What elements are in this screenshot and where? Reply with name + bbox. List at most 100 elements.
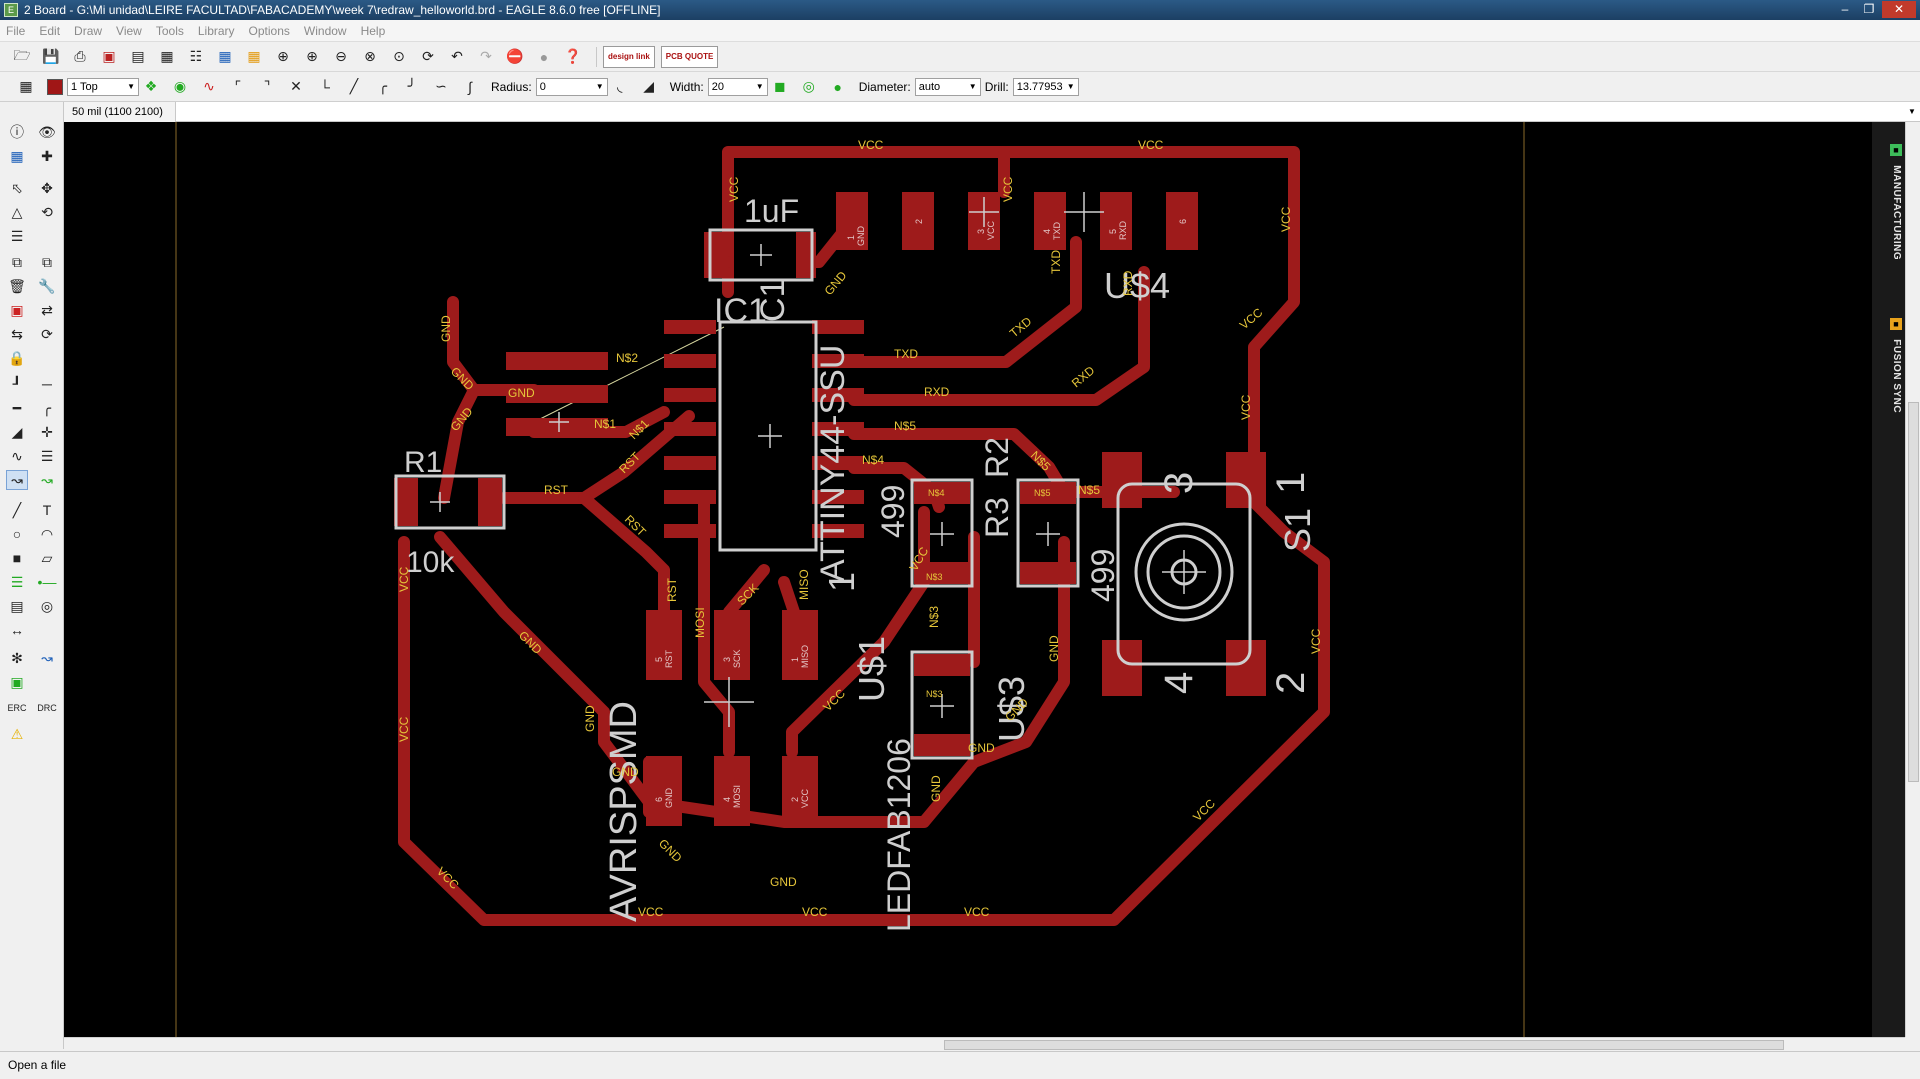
wire-bend-2-icon[interactable]: ✕ bbox=[290, 78, 302, 94]
route-diff-icon[interactable]: ☰ bbox=[40, 447, 54, 464]
move-icon[interactable]: ✥ bbox=[41, 179, 53, 196]
menu-options[interactable]: Options bbox=[248, 23, 290, 38]
rectangle-icon[interactable]: ■ bbox=[12, 550, 22, 566]
info-icon[interactable]: ⓘ bbox=[10, 124, 24, 140]
rotate-icon[interactable]: ⟲ bbox=[41, 203, 53, 220]
stop-icon[interactable]: ⛔ bbox=[506, 48, 524, 64]
ulp-icon[interactable]: ▦ bbox=[247, 48, 261, 64]
menu-edit[interactable]: Edit bbox=[39, 23, 61, 38]
polygon-icon[interactable]: ▱ bbox=[41, 549, 53, 566]
script-icon[interactable]: ▦ bbox=[218, 48, 232, 64]
layers-icon[interactable]: ☰ bbox=[10, 573, 24, 590]
replace-icon[interactable]: ⇄ bbox=[41, 301, 53, 318]
menu-tools[interactable]: Tools bbox=[155, 23, 184, 38]
miter-straight-icon[interactable]: ◢ bbox=[643, 78, 655, 94]
minimize-icon[interactable]: – bbox=[1841, 2, 1849, 16]
board-drawing[interactable]: 1uF IC1 C1 U$4 R1 10k ATTINY44-SSU 499 R… bbox=[64, 122, 1905, 1037]
save-icon[interactable]: 💾 bbox=[42, 48, 60, 64]
redo-icon[interactable]: ↷ bbox=[480, 48, 492, 64]
undo-icon[interactable]: ↶ bbox=[451, 48, 463, 64]
print-icon[interactable]: ⎙ bbox=[74, 48, 86, 64]
chevron-down-icon[interactable]: ▼ bbox=[1908, 107, 1916, 116]
library-icon[interactable]: ☷ bbox=[189, 48, 203, 64]
change-layer-icon[interactable]: ❖ bbox=[144, 78, 158, 94]
board-icon[interactable]: ▦ bbox=[160, 48, 174, 64]
loop-remove-icon[interactable]: ∿ bbox=[203, 78, 215, 94]
wire-bend-1-icon[interactable]: ⌝ bbox=[263, 78, 271, 94]
dimension-icon[interactable]: ↔ bbox=[10, 622, 24, 638]
erc-icon[interactable]: ERC bbox=[7, 703, 27, 713]
optimize-wire-icon[interactable]: ─ bbox=[42, 376, 52, 392]
vertical-scrollbar[interactable] bbox=[1905, 122, 1920, 1037]
command-input[interactable] bbox=[176, 102, 1904, 121]
meander-icon[interactable]: ∿ bbox=[11, 447, 23, 464]
zoom-fit-icon[interactable]: ⊕ bbox=[277, 48, 289, 64]
wire-bend-6-icon[interactable]: ╯ bbox=[407, 78, 417, 94]
autorouter-icon[interactable]: ↝ bbox=[41, 471, 53, 488]
wire-bend-7-icon[interactable]: ∽ bbox=[435, 78, 447, 94]
zoom-out-icon[interactable]: ⊖ bbox=[335, 48, 347, 64]
menu-file[interactable]: File bbox=[6, 23, 26, 38]
cam-processor-icon[interactable]: ▣ bbox=[102, 48, 116, 64]
horizontal-scrollbar[interactable] bbox=[64, 1037, 1905, 1051]
line-icon[interactable]: ╱ bbox=[12, 501, 22, 518]
menu-help[interactable]: Help bbox=[360, 23, 386, 38]
split-icon[interactable]: ┚ bbox=[12, 375, 22, 392]
align-icon[interactable]: ☰ bbox=[10, 227, 24, 244]
miter-icon[interactable]: ╭ bbox=[42, 399, 52, 416]
schematic-icon[interactable]: ▤ bbox=[131, 48, 145, 64]
width-input[interactable]: 20▼ bbox=[707, 77, 768, 96]
go-icon[interactable]: ● bbox=[539, 48, 549, 65]
via-round-icon[interactable]: ◎ bbox=[802, 78, 815, 94]
menu-view[interactable]: View bbox=[116, 23, 142, 38]
close-icon[interactable]: ✕ bbox=[1882, 1, 1916, 18]
zoom-select-icon[interactable]: ⊗ bbox=[364, 48, 376, 64]
via-icon[interactable]: ◉ bbox=[173, 78, 187, 94]
miter-round-icon[interactable]: ◟ bbox=[616, 78, 623, 94]
display-layers-icon[interactable]: ▦ bbox=[10, 147, 24, 164]
show-icon[interactable]: 👁 bbox=[38, 123, 56, 140]
via-octagon-icon[interactable]: ● bbox=[833, 78, 842, 95]
signal-icon[interactable]: •— bbox=[37, 574, 57, 590]
pcb-quote-button[interactable]: PCB QUOTE bbox=[660, 45, 719, 68]
wrench-icon[interactable]: 🔧 bbox=[38, 277, 56, 294]
lock-icon[interactable]: 🔒 bbox=[8, 349, 26, 366]
warning-icon[interactable]: ⚠ bbox=[10, 725, 24, 742]
circle-icon[interactable]: ○ bbox=[12, 526, 22, 542]
design-link-button[interactable]: design link bbox=[603, 45, 655, 68]
wire-bend-8-icon[interactable]: ∫ bbox=[468, 78, 472, 95]
menu-draw[interactable]: Draw bbox=[74, 23, 103, 38]
optimize-icon[interactable]: ⟳ bbox=[41, 325, 53, 342]
vertical-scroll-thumb[interactable] bbox=[1908, 402, 1919, 782]
text-icon[interactable]: T bbox=[42, 502, 52, 518]
route-icon[interactable]: ━ bbox=[12, 399, 22, 416]
fusion-sync-tab[interactable]: ■ FUSION SYNC bbox=[1876, 318, 1902, 413]
wire-bend-0-icon[interactable]: ⌜ bbox=[234, 78, 242, 94]
open-icon[interactable]: 🗁 bbox=[13, 46, 31, 63]
arc-icon[interactable]: ◠ bbox=[40, 525, 54, 542]
copy-icon[interactable]: ⧉ bbox=[12, 253, 22, 270]
drill-input[interactable]: 13.77953▼ bbox=[1012, 77, 1079, 96]
redraw-icon[interactable]: ⟳ bbox=[422, 48, 434, 64]
via-tool-icon[interactable]: ▤ bbox=[10, 597, 24, 614]
ripup-icon[interactable]: ✛ bbox=[41, 423, 53, 440]
drc-icon[interactable]: DRC bbox=[37, 703, 57, 713]
paste-icon[interactable]: ⧉ bbox=[42, 253, 52, 270]
help-icon[interactable]: ❓ bbox=[564, 48, 582, 64]
zoom-area-icon[interactable]: ⊙ bbox=[393, 48, 405, 64]
ratsnest-icon[interactable]: ✻ bbox=[11, 649, 23, 666]
select-icon[interactable]: ⬁ bbox=[11, 179, 23, 196]
slice-icon[interactable]: ◢ bbox=[11, 423, 23, 440]
route-manual-icon[interactable]: ↝ bbox=[6, 470, 28, 490]
restore-icon[interactable]: ❐ bbox=[1863, 2, 1875, 16]
manufacturing-tab[interactable]: ■ MANUFACTURING bbox=[1876, 144, 1902, 260]
mark-icon[interactable]: ✚ bbox=[41, 147, 53, 164]
wire-bend-4-icon[interactable]: ╱ bbox=[349, 78, 359, 94]
wire-bend-5-icon[interactable]: ╭ bbox=[378, 78, 388, 94]
menu-library[interactable]: Library bbox=[197, 23, 235, 38]
delete-icon[interactable]: 🗑 bbox=[8, 277, 26, 294]
menu-window[interactable]: Window bbox=[303, 23, 347, 38]
auto-icon[interactable]: ↝ bbox=[41, 649, 53, 666]
layer-select[interactable]: 1 Top▼ bbox=[67, 77, 139, 96]
mirror-icon[interactable]: △ bbox=[11, 203, 23, 220]
